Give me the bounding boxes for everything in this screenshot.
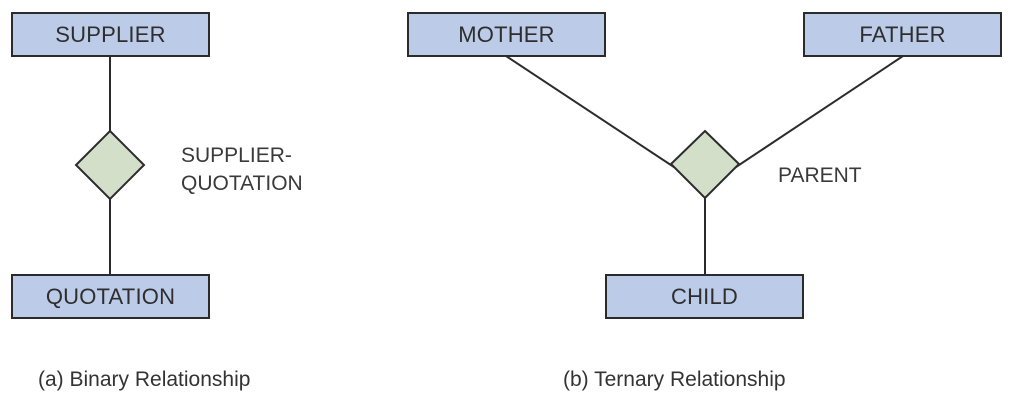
caption-ternary: (b) Ternary Relationship: [563, 368, 786, 391]
relationship-label-line-2: QUOTATION: [181, 172, 303, 195]
entity-supplier: SUPPLIER: [11, 12, 210, 57]
relationship-label-line-1: SUPPLIER-: [181, 144, 292, 167]
relationship-label-parent: PARENT: [778, 164, 862, 187]
caption-binary: (a) Binary Relationship: [38, 368, 251, 391]
relationship-diamond-supplier-quotation: [74, 129, 146, 201]
entity-father: FATHER: [803, 12, 1002, 57]
entity-mother: MOTHER: [407, 12, 606, 57]
connector-mother-relationship: [505, 55, 687, 176]
relationship-label-supplier-quotation: SUPPLIER- QUOTATION: [181, 142, 303, 198]
relationship-diamond-parent: [669, 129, 741, 200]
connector-father-relationship: [723, 55, 904, 176]
entity-child: CHILD: [605, 274, 804, 319]
entity-quotation: QUOTATION: [11, 274, 210, 319]
